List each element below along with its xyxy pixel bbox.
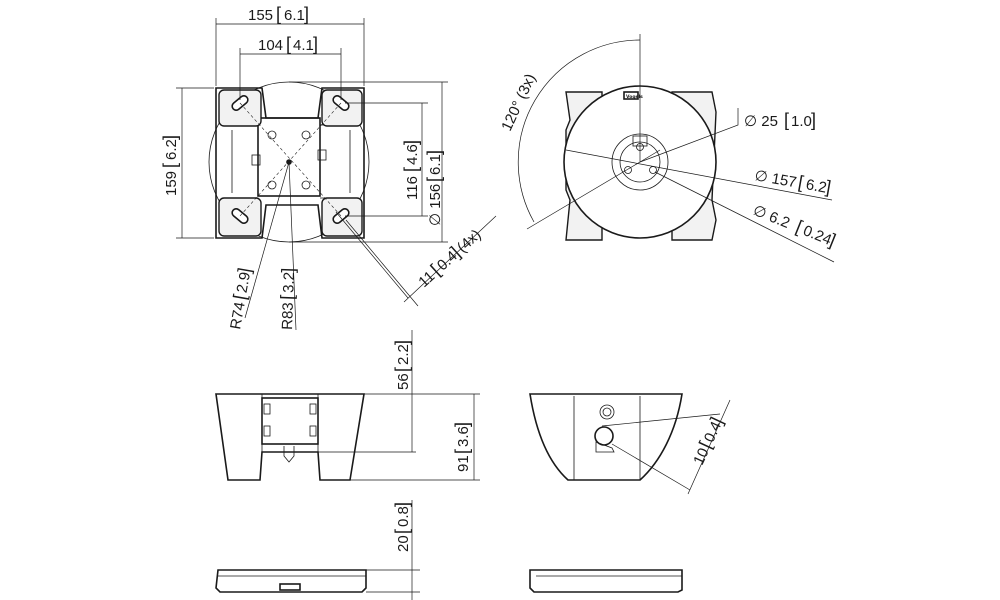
dim-157-inch: 6.2	[805, 176, 828, 196]
dim-116-inch: 4.6	[404, 144, 421, 165]
center-plate	[257, 117, 321, 197]
dim-159-bracket-l: [	[160, 163, 180, 168]
dim-116-bracket-l: [	[401, 167, 421, 172]
front-clip-tr	[309, 403, 317, 415]
front-view: 56 [ 2.2 ] 91 [ 3.6 ]	[215, 330, 480, 481]
dim-156-bracket-r: ]	[424, 150, 444, 155]
dim-56-inch: 2.2	[395, 344, 412, 365]
plate-hole-4	[301, 180, 311, 190]
plate-hole-2	[301, 130, 311, 140]
dim-157-value: ∅ 157	[753, 167, 798, 191]
dim-104-bracket-l: [	[286, 34, 291, 54]
plate-hole-3	[267, 180, 277, 190]
dim-104-inch: 4.1	[293, 37, 314, 54]
dim-20-inch: 0.8	[395, 506, 412, 527]
dim-116-bracket-r: ]	[401, 140, 421, 145]
plate-tab-left	[251, 154, 261, 166]
front-plate	[261, 397, 319, 445]
dim-155-bracket-l: [	[276, 4, 281, 24]
dim-r74-bracket-r: ]	[234, 266, 255, 274]
plate-side	[529, 569, 683, 593]
dim-104-bracket-r: ]	[313, 34, 318, 54]
dim-104-lines	[239, 48, 342, 100]
dim-25-bracket-r: ]	[811, 110, 816, 130]
front-clip-br	[309, 425, 317, 437]
slot-br	[332, 207, 350, 225]
dim-116-lines	[345, 102, 428, 217]
dim-25-leader	[639, 108, 739, 163]
side-body	[529, 393, 683, 481]
round-view: Vogels 120° (3x) ∅ 25 [ 1.0 ] ∅ 157 [ 6.…	[498, 34, 839, 263]
plate-hole-1	[267, 130, 277, 140]
inner-walls	[231, 130, 351, 193]
dim-116-value: 116	[404, 176, 421, 200]
dim-159-bracket-r: ]	[160, 135, 180, 140]
dim-156-bracket-l: [	[424, 177, 444, 182]
brand-mark: Vogels	[626, 94, 643, 100]
dim-r83-value: R83	[279, 302, 297, 330]
dim-25-inch: 1.0	[791, 113, 812, 130]
dim-155-inch: 6.1	[284, 7, 305, 24]
dim-slot-lines	[335, 211, 497, 307]
dim-155-lines	[215, 18, 365, 86]
dim-159-lines	[176, 87, 214, 239]
front-clip-bl	[263, 425, 271, 437]
dim-10-value: 10	[690, 445, 712, 467]
dim-10-lines	[601, 399, 731, 495]
brand-box	[623, 91, 639, 100]
dim-155-value: 155	[248, 7, 273, 24]
radius-leaders	[244, 161, 297, 331]
dim-56-91-lines	[318, 330, 480, 481]
dim-20-lines	[366, 500, 420, 600]
side-inner	[573, 396, 641, 480]
dim-r74-inch: 2.9	[234, 271, 254, 294]
slot-bl	[231, 207, 249, 225]
dim-91-value: 91	[455, 455, 472, 472]
angle-value: 120° (3x)	[498, 71, 539, 133]
front-pin	[283, 446, 295, 463]
bottom-plates: 20 [ 0.8 ]	[215, 500, 683, 600]
dim-56-bracket-l: [	[392, 367, 412, 372]
dim-157-bracket-r: ]	[824, 177, 832, 198]
dim-157-leader	[565, 149, 833, 201]
dim-56-bracket-r: ]	[392, 340, 412, 345]
dim-104-value: 104	[258, 37, 283, 54]
dim-62-leader	[654, 171, 835, 263]
dim-157-bracket-l: [	[797, 172, 805, 193]
dim-r74-value: R74	[227, 301, 249, 331]
dim-20-value: 20	[395, 535, 412, 552]
base-outline	[215, 87, 365, 239]
dim-56-value: 56	[395, 373, 412, 390]
plate-front-logo-box	[279, 583, 301, 591]
dim-r83-inch: 3.2	[280, 272, 298, 293]
dim-159-value: 159	[163, 171, 180, 196]
dim-20-bracket-r: ]	[392, 502, 412, 507]
side-view: 10 [ 0.4 ]	[529, 393, 731, 495]
dim-20-bracket-l: [	[392, 529, 412, 534]
side-hole-outer	[599, 404, 615, 420]
plate-tab-right	[317, 149, 327, 161]
hole-left	[624, 166, 632, 174]
dim-91-bracket-l: [	[452, 449, 472, 454]
dim-159-inch: 6.2	[163, 139, 180, 160]
dim-91-bracket-r: ]	[452, 422, 472, 427]
dim-156-lines	[289, 81, 448, 243]
dim-156-value: ∅ 156	[427, 184, 444, 226]
side-boss-base	[595, 441, 615, 453]
dim-r83-bracket-r: ]	[278, 267, 298, 273]
dim-156-inch: 6.1	[427, 154, 444, 175]
angle-arc	[517, 39, 641, 223]
front-clip-tl	[263, 403, 271, 415]
side-hole-inner	[602, 407, 612, 417]
dim-25-value: ∅ 25	[744, 113, 778, 130]
dim-62-value: ∅ 6.2	[751, 202, 793, 232]
dim-155-bracket-r: ]	[304, 4, 309, 24]
dim-91-inch: 3.6	[455, 426, 472, 447]
dim-r74-bracket-l: [	[229, 293, 250, 301]
dim-25-bracket-l: [	[784, 110, 789, 130]
dim-r83-bracket-l: [	[277, 294, 297, 300]
top-view: 155 [ 6.1 ] 104 [ 4.1 ] 159 [ 6.2 ] 116 …	[160, 4, 497, 331]
